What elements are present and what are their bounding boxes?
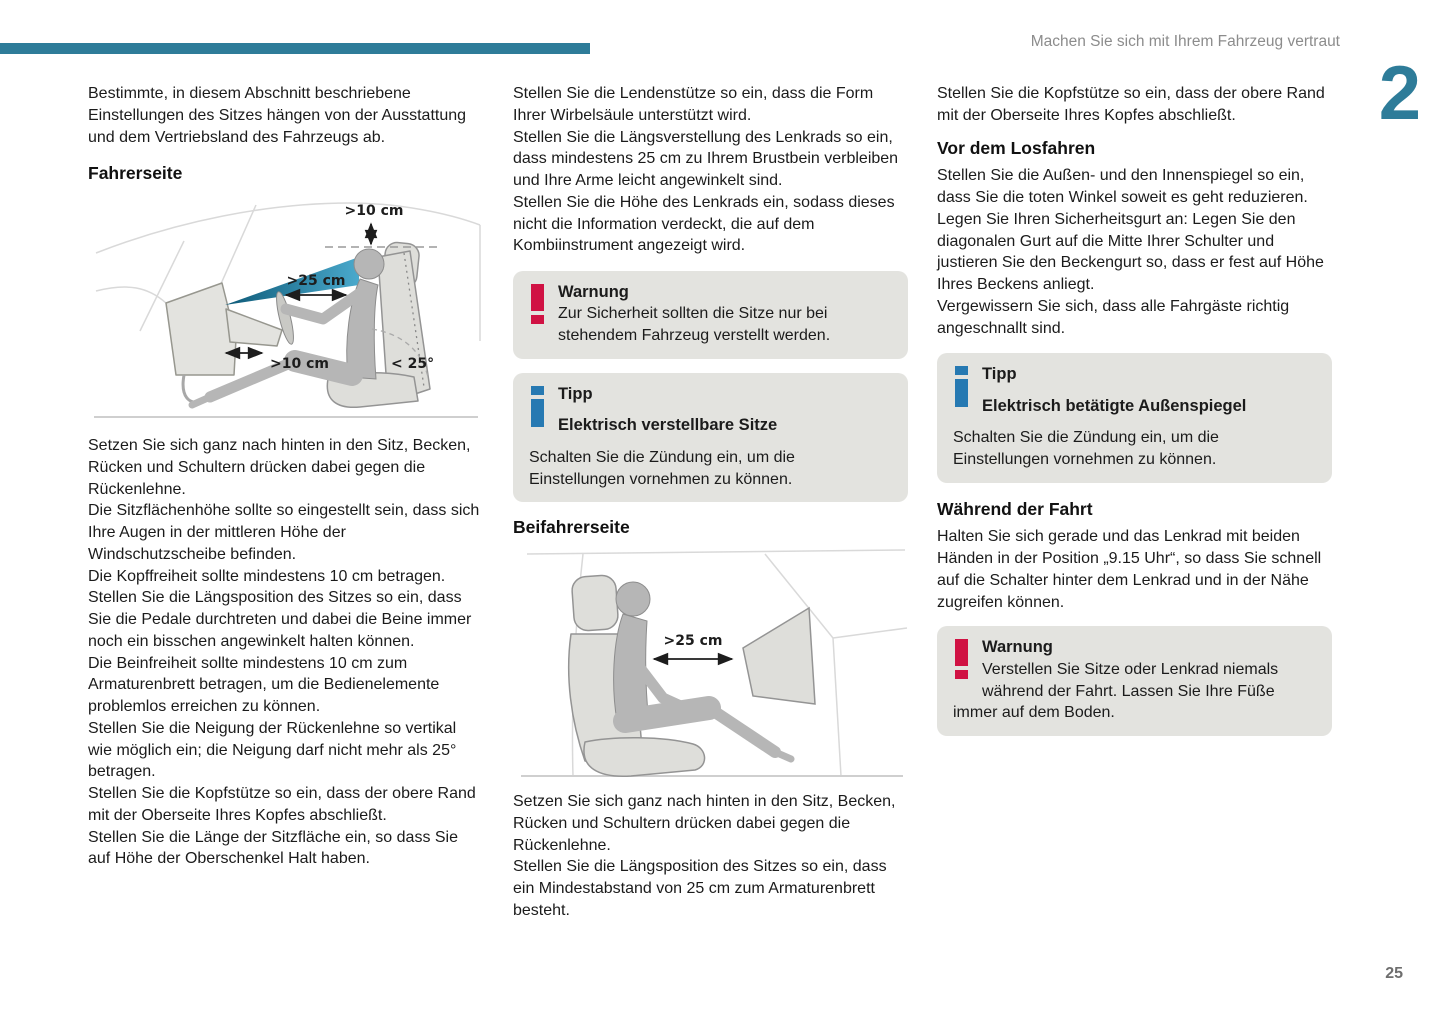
paragraph: Stellen Sie die Längsverstellung des Len… (513, 128, 899, 190)
running-header: Machen Sie sich mit Ihrem Fahrzeug vertr… (1030, 33, 1340, 50)
warning-title: Warnung (982, 638, 1053, 657)
paragraph: Stellen Sie die Lendenstütze so ein, das… (513, 85, 874, 124)
warning-text: Verstellen Sie Sitze oder Lenkrad niemal… (953, 660, 1279, 722)
warning-text: Zur Sicherheit sollten die Sitze nur bei… (558, 305, 831, 345)
paragraph: Stellen Sie die Höhe des Lenkrads ein, s… (513, 193, 895, 255)
passenger-seat-figure: >25 cm (521, 549, 908, 778)
paragraph: Die Kopffreiheit sollte mindestens 10 cm… (88, 567, 446, 585)
paragraph: Stellen Sie die Längsposition des Sitzes… (513, 858, 887, 919)
chapter-accent-bar (0, 43, 590, 54)
knee-clearance-label: >10 cm (270, 356, 329, 372)
column-left: Bestimmte, in diesem Abschnitt beschrieb… (88, 83, 483, 870)
paragraph: Die Beinfreiheit sollte mindestens 10 cm… (88, 654, 440, 716)
tip-text: Schalten Sie die Zündung ein, um die Ein… (529, 448, 795, 488)
intro-paragraph: Bestimmte, in diesem Abschnitt beschrieb… (88, 85, 467, 146)
warning-box: Warnung Verstellen Sie Sitze oder Lenkra… (937, 626, 1332, 737)
tip-subtitle: Elektrisch betätigte Außenspiegel (982, 396, 1247, 415)
pedal-shape (181, 374, 201, 404)
dashboard-shape (742, 606, 816, 705)
paragraph: Setzen Sie sich ganz nach hinten in den … (513, 793, 896, 854)
backrest-dotted-line (403, 252, 425, 388)
column-middle: Stellen Sie die Lendenstütze so ein, das… (513, 83, 908, 922)
beifahrerseite-body: Setzen Sie sich ganz nach hinten in den … (513, 791, 908, 922)
info-icon (955, 366, 968, 408)
paragraph: Die Sitzflächenhöhe sollte so eingestell… (88, 502, 480, 563)
page-number: 25 (1385, 965, 1403, 982)
heading-vor-dem-losfahren: Vor dem Losfahren (937, 137, 1096, 158)
warning-icon (955, 639, 968, 680)
headroom-label: >10 cm (345, 203, 404, 219)
tip-subtitle: Elektrisch verstellbare Sitze (558, 416, 778, 435)
paragraph: Halten Sie sich gerade und das Lenkrad m… (937, 528, 1322, 611)
driver-seat-illustration: >10 cm >25 cm >10 cm < 25° (88, 191, 483, 423)
recline-arc (371, 328, 429, 378)
heading-waehrend-der-fahrt: Während der Fahrt (937, 498, 1093, 519)
driver-seat-figure: >10 cm >25 cm >10 cm < 25° (94, 202, 481, 419)
paragraph: Stellen Sie die Außen- und den Innenspie… (937, 167, 1308, 207)
backrest-angle-label: < 25° (391, 356, 434, 372)
losfahren-body: Stellen Sie die Außen- und den Innenspie… (937, 165, 1332, 339)
chest-distance-label: >25 cm (287, 273, 346, 289)
sight-line-wedge (225, 257, 359, 306)
driver-silhouette (188, 248, 385, 409)
steering-wheel-shape (276, 291, 294, 345)
info-icon (531, 385, 544, 427)
tip-title: Tipp (558, 384, 593, 403)
warning-title: Warnung (558, 283, 629, 301)
tip-box: Tipp Elektrisch verstellbare Sitze Schal… (513, 372, 908, 503)
paragraph: Stellen Sie die Länge der Sitzfläche ein… (88, 828, 459, 868)
paragraph: Stellen Sie die Kopfstütze so ein, dass … (937, 85, 1325, 124)
paragraph: Vergewissern Sie sich, dass alle Fahrgäs… (937, 297, 1290, 337)
tip-text: Schalten Sie die Zündung ein, um die Ein… (953, 429, 1219, 468)
passenger-seat-illustration: >25 cm (513, 546, 908, 781)
heading-fahrerseite: Fahrerseite (88, 163, 183, 184)
passenger-silhouette (613, 581, 795, 763)
chest-distance-label: >25 cm (664, 633, 723, 649)
warning-icon (531, 284, 544, 324)
warning-box: Warnung Zur Sicherheit sollten die Sitze… (513, 271, 908, 359)
paragraph: Stellen Sie die Kopfstütze so ein, dass … (88, 785, 476, 824)
paragraph: Stellen Sie die Neigung der Rückenlehne … (88, 719, 457, 781)
fahrerseite-body: Setzen Sie sich ganz nach hinten in den … (88, 435, 483, 870)
heading-beifahrerseite: Beifahrerseite (513, 517, 630, 538)
paragraph: Legen Sie Ihren Sicherheitsgurt an: Lege… (937, 210, 1324, 294)
tip-title: Tipp (982, 365, 1017, 384)
car-outline (95, 202, 481, 342)
paragraph: Stellen Sie die Längsposition des Sitzes… (88, 589, 472, 650)
paragraph: Setzen Sie sich ganz nach hinten in den … (88, 437, 471, 498)
dashboard-shape (165, 282, 283, 376)
lenkrad-body: Stellen Sie die Lendenstütze so ein, das… (513, 83, 908, 257)
column-right: Stellen Sie die Kopfstütze so ein, dass … (937, 83, 1332, 737)
tip-box: Tipp Elektrisch betätigte Außenspiegel S… (937, 353, 1332, 483)
chapter-number: 2 (1378, 51, 1421, 136)
